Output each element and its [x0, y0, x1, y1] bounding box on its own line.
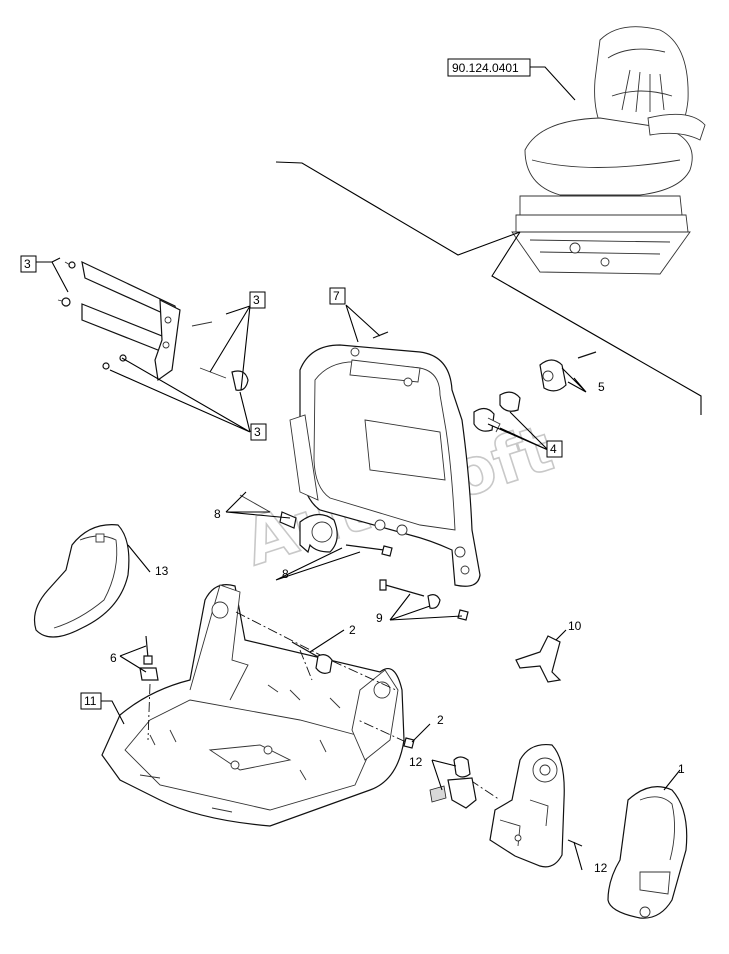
- side-cover-right: [607, 786, 688, 919]
- callout-7: 7: [329, 287, 346, 305]
- reference-code-box: 90.124.0401: [447, 58, 531, 77]
- recliner-hub-parts: [473, 351, 597, 433]
- callout-6: 6: [110, 651, 117, 665]
- svg-text:3: 3: [24, 257, 31, 271]
- bushing-part: [291, 641, 415, 749]
- callout-2-a: 2: [349, 623, 356, 637]
- callout-9: 9: [376, 611, 383, 625]
- svg-text:3: 3: [253, 293, 260, 307]
- release-handle: [515, 635, 562, 683]
- side-cover-left: [33, 524, 130, 638]
- callout-3-a: 3: [20, 255, 37, 273]
- callout-12-a: 12: [409, 755, 423, 769]
- callout-10: 10: [568, 619, 582, 633]
- callout-5: 5: [598, 380, 605, 394]
- stud-nut-part: [139, 635, 159, 681]
- svg-text:3: 3: [254, 425, 261, 439]
- callout-3-c: 3: [250, 423, 267, 441]
- callout-4: 4: [546, 440, 563, 458]
- right-side-bracket: [489, 743, 565, 868]
- callout-1: 1: [678, 762, 685, 776]
- recliner-mechanism-left: [239, 494, 393, 557]
- svg-text:7: 7: [333, 289, 340, 303]
- callout-8-b: 8: [282, 567, 289, 581]
- seat-pan-frame: [101, 584, 405, 827]
- callout-13: 13: [155, 564, 169, 578]
- callout-11: 11: [80, 692, 102, 710]
- backrest-frame: [289, 344, 481, 587]
- callout-3-b: 3: [249, 291, 266, 309]
- callout-12-b: 12: [594, 861, 608, 875]
- reference-seat-illustration: [511, 26, 706, 275]
- pivot-bolts: [379, 579, 469, 621]
- reference-code: 90.124.0401: [452, 61, 519, 75]
- armrest-bracket-assembly: [57, 260, 249, 391]
- callout-2-b: 2: [437, 713, 444, 727]
- svg-text:4: 4: [550, 442, 557, 456]
- callout-8-a: 8: [214, 507, 221, 521]
- svg-text:11: 11: [84, 694, 97, 708]
